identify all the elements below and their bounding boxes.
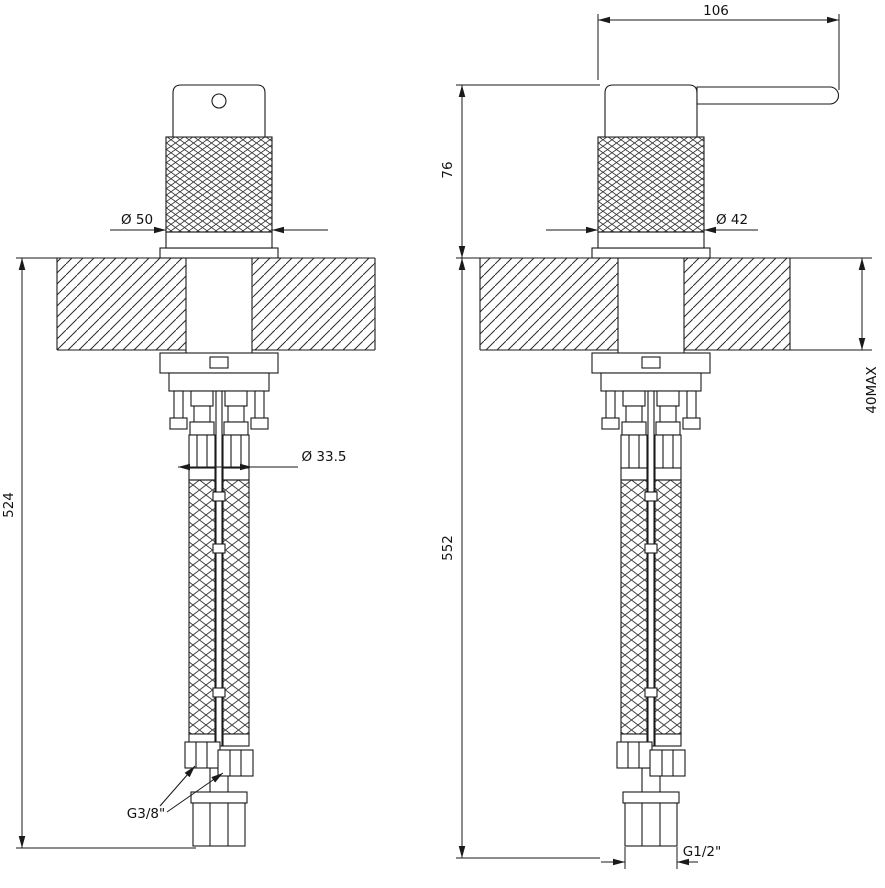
dim-label-hose-diameter: Ø 33.5 xyxy=(302,449,347,465)
countertop-hatch xyxy=(252,258,375,350)
cap-side xyxy=(604,84,698,138)
dim-overall-height-side: 552 xyxy=(440,258,600,859)
dim-label-outlet-thread: G1/2" xyxy=(683,844,721,860)
dim-max-counter-thickness: 40MAX xyxy=(858,258,880,414)
dimensions: 106 76 Ø 50 Ø 42 524 552 xyxy=(1,3,880,869)
dim-label-diameter-side: Ø 42 xyxy=(716,212,748,228)
base-flange-front xyxy=(159,247,279,259)
dim-outlet-thread: G1/2" xyxy=(601,844,721,869)
knurled-body-front xyxy=(165,136,273,233)
dim-label-diameter-front: Ø 50 xyxy=(121,212,153,228)
dim-lever-length: 106 xyxy=(597,3,840,90)
countertop-front xyxy=(16,257,376,351)
dim-label-overall-height-side: 552 xyxy=(440,535,456,561)
dim-label-body-height: 76 xyxy=(440,161,456,178)
dim-label-overall-height-front: 524 xyxy=(1,492,17,518)
cap-hole xyxy=(211,93,227,109)
knurled-body-side xyxy=(597,136,705,233)
countertop-hatch xyxy=(480,258,618,350)
dim-inlet-thread: G3/8" xyxy=(127,765,224,822)
countertop-hatch xyxy=(57,258,186,350)
faucet-side-view xyxy=(591,84,839,259)
dim-diameter-side: Ø 42 xyxy=(546,212,758,234)
dim-label-max-counter-thickness: 40MAX xyxy=(864,366,880,413)
cap-front xyxy=(172,84,266,138)
base-band-front xyxy=(165,231,273,249)
faucet-front-view xyxy=(159,84,279,259)
countertop-side xyxy=(456,257,872,351)
lever-handle xyxy=(696,86,839,105)
dim-body-height: 76 xyxy=(440,84,600,258)
dim-label-inlet-thread: G3/8" xyxy=(127,806,165,822)
dim-overall-height-front: 524 xyxy=(1,258,196,849)
dim-hose-diameter: Ø 33.5 xyxy=(178,449,347,471)
base-flange-side xyxy=(591,247,711,259)
countertop-hatch xyxy=(684,258,790,350)
base-band-side xyxy=(597,231,705,249)
dim-label-lever-length: 106 xyxy=(703,3,729,19)
dim-diameter-front: Ø 50 xyxy=(110,212,328,234)
